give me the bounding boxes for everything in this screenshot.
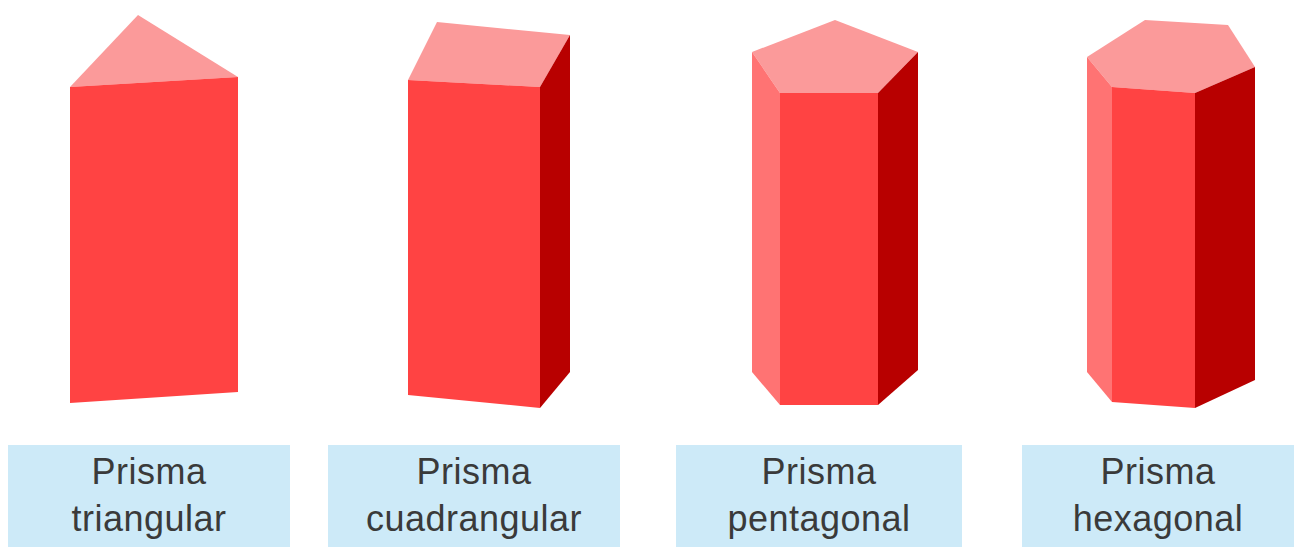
prism-name: Prisma triangular [71,449,226,543]
prism-name: Prisma pentagonal [727,449,910,543]
label-box: Prisma triangular [8,445,290,547]
label-box: Prisma cuadrangular [328,445,620,547]
prism-side-face [878,52,918,405]
prism-side-face [1087,57,1112,402]
triangular-prism [70,15,238,403]
prism-name: Prisma cuadrangular [366,449,582,543]
prism-name: Prisma hexagonal [1073,449,1244,543]
prism-front-face [1112,87,1195,408]
prism-side-face [1195,67,1255,408]
prism-top-face [70,15,238,87]
hexagonal-prism [1087,20,1255,408]
prism-front-face [780,93,878,405]
label-box: Prisma hexagonal [1022,445,1294,547]
prism-side-face [752,52,780,405]
prism-front-face [70,77,238,403]
prism-front-face [408,80,540,408]
pentagonal-prism [752,20,918,405]
square-prism [408,22,570,408]
label-box: Prisma pentagonal [676,445,962,547]
prism-side-face [540,35,570,408]
